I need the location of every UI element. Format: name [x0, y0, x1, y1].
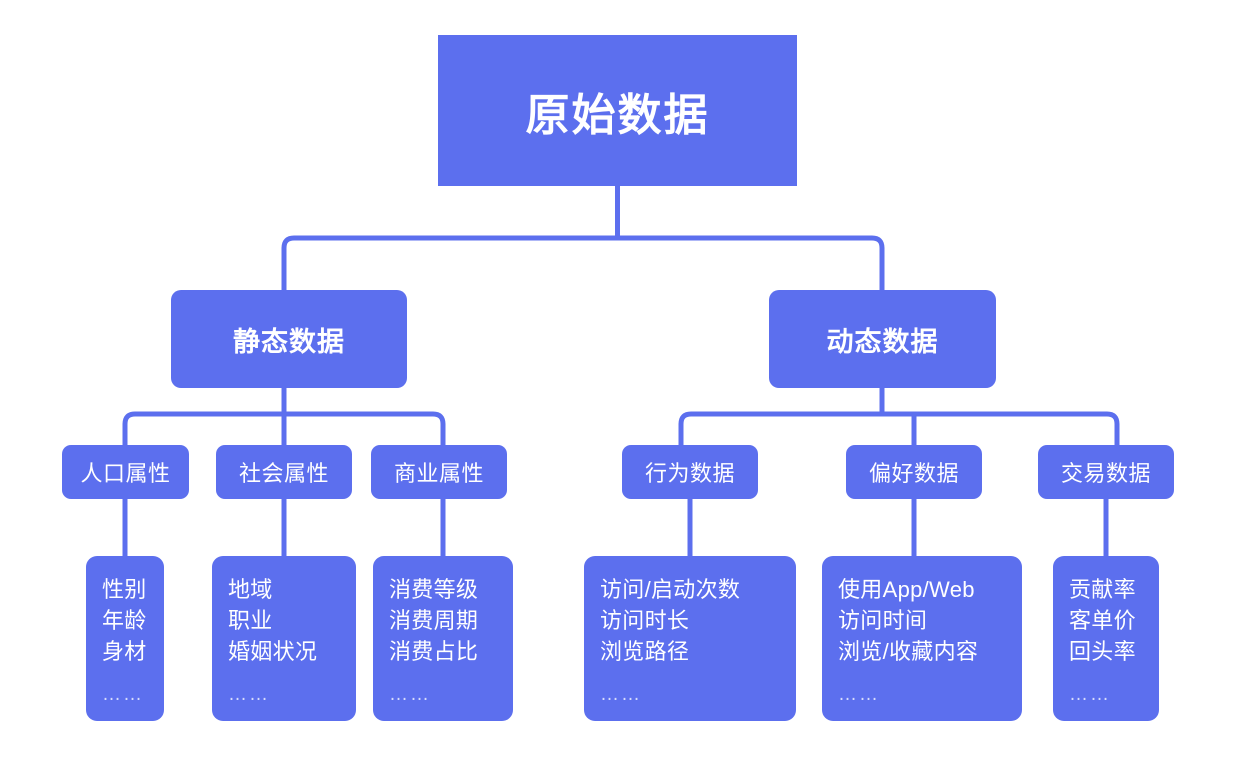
leaf-detail-line: 使用App/Web — [838, 577, 975, 602]
leaf-detail-line: 性别 — [102, 577, 147, 602]
leaf-detail-line: 职业 — [228, 608, 273, 634]
node-root-label: 原始数据 — [525, 90, 710, 140]
leaf-detail-line: 回头率 — [1069, 639, 1136, 665]
node-dynamic-data-label: 动态数据 — [826, 326, 939, 357]
node-static-data-label: 静态数据 — [233, 326, 345, 357]
leaf-behavior-details[interactable]: 访问/启动次数 访问时长 浏览路径 …… — [584, 556, 796, 721]
leaf-detail-line: 客单价 — [1069, 608, 1136, 634]
node-static-data[interactable]: 静态数据 — [171, 290, 407, 388]
leaf-ellipsis: …… — [838, 683, 880, 705]
leaf-transaction-details[interactable]: 贡献率 客单价 回头率 …… — [1053, 556, 1159, 721]
connector-dynamic-to-behavior — [678, 411, 692, 445]
leaf-detail-line: 消费占比 — [389, 639, 479, 665]
leaf-demographic-details[interactable]: 性别 年龄 身材 …… — [86, 556, 164, 721]
leaf-detail-line: 婚姻状况 — [228, 639, 318, 665]
leaf-detail-line: 访问时长 — [600, 608, 690, 634]
leaf-detail-line: 消费等级 — [389, 577, 479, 602]
node-commercial-attributes-label: 商业属性 — [393, 461, 484, 486]
node-demographic-attributes[interactable]: 人口属性 — [62, 445, 189, 499]
node-behavior-data-label: 行为数据 — [644, 461, 735, 486]
leaf-preference-details[interactable]: 使用App/Web 访问时间 浏览/收藏内容 …… — [822, 556, 1022, 721]
node-behavior-data[interactable]: 行为数据 — [622, 445, 758, 499]
leaf-ellipsis: …… — [600, 683, 642, 705]
node-dynamic-data[interactable]: 动态数据 — [769, 290, 996, 388]
node-social-attributes-label: 社会属性 — [238, 461, 329, 486]
connector-dynamic-to-transaction — [1106, 411, 1120, 445]
leaf-detail-line: 浏览/收藏内容 — [838, 639, 979, 665]
connector-static-to-commercial — [432, 411, 446, 445]
leaf-ellipsis: …… — [1069, 683, 1111, 705]
connector-root-to-dynamic — [617, 235, 885, 290]
leaf-commercial-details[interactable]: 消费等级 消费周期 消费占比 …… — [373, 556, 513, 721]
leaf-detail-line: 身材 — [102, 639, 147, 665]
leaf-detail-line: 访问/启动次数 — [600, 577, 741, 602]
leaf-detail-line: 地域 — [228, 577, 273, 602]
node-commercial-attributes[interactable]: 商业属性 — [371, 445, 507, 499]
leaf-detail-line: 访问时间 — [838, 608, 928, 634]
leaf-detail-line: 消费周期 — [389, 608, 479, 634]
node-transaction-data-label: 交易数据 — [1060, 461, 1151, 486]
connector-root-to-static — [281, 235, 618, 290]
leaf-ellipsis: …… — [389, 683, 431, 705]
leaf-detail-line: 贡献率 — [1069, 577, 1136, 602]
node-social-attributes[interactable]: 社会属性 — [216, 445, 352, 499]
connector-static-to-demographic — [122, 411, 136, 445]
leaf-ellipsis: …… — [228, 683, 270, 705]
leaf-detail-line: 年龄 — [102, 608, 147, 634]
node-transaction-data[interactable]: 交易数据 — [1038, 445, 1174, 499]
node-preference-data[interactable]: 偏好数据 — [846, 445, 982, 499]
node-preference-data-label: 偏好数据 — [868, 461, 959, 486]
node-demographic-attributes-label: 人口属性 — [80, 461, 171, 486]
leaf-detail-line: 浏览路径 — [600, 639, 690, 665]
node-root[interactable]: 原始数据 — [438, 35, 797, 186]
leaf-ellipsis: …… — [102, 683, 144, 705]
leaf-social-details[interactable]: 地域 职业 婚姻状况 …… — [212, 556, 356, 721]
